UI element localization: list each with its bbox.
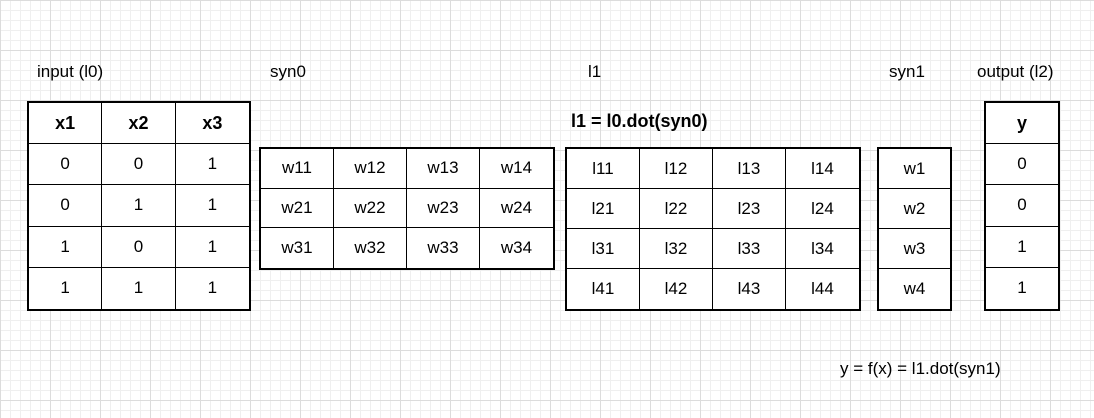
l1-table-cell: l41 [567,269,640,309]
output-layer-label: output (l2) [977,62,1054,81]
l1-label: l1 [588,62,602,81]
l1-table-cell: l43 [713,269,786,309]
l1-table-cell: l32 [640,229,713,269]
input-table-cell: 0 [102,144,176,186]
syn1-table-cell: w4 [903,279,926,298]
l1-table-cell: l21 [567,189,640,229]
input-table-cell: 1 [29,267,103,309]
output-table-header-cell: y [986,103,1058,145]
input-table-cell: 1 [207,278,218,298]
syn0-table-cell: w33 [407,228,480,268]
syn0-table-cell: w13 [407,149,480,189]
output-table-cell: 0 [986,185,1058,227]
input-table-cell: 0 [29,185,103,227]
syn0-table-cell: w23 [407,188,480,229]
input-table-header-cell: x3 [175,103,249,145]
l1-table-cell: l14 [786,149,859,189]
syn0-table-cell: w34 [500,238,533,258]
l1-table-cell: l23 [713,189,786,229]
l1-table-cell: l31 [567,229,640,269]
input-table-header-cell: x2 [102,103,176,145]
input-table-header-cell: x1 [29,103,103,145]
input-layer-label: input (l0) [37,62,104,81]
syn1-table-cell: w3 [879,229,950,269]
input-table-cell: 0 [102,226,176,268]
input-table-cell: 1 [175,227,249,268]
output-table-cell: 1 [1017,278,1027,298]
input-table-cell: 1 [102,185,176,227]
l1-table-cell: l42 [640,269,713,309]
input-table-cell: 1 [102,267,176,309]
syn0-table-cell: w31 [261,228,334,268]
input-table-cell: 0 [29,144,103,186]
l1-table-cell: l13 [713,149,786,189]
syn0-table-cell: w21 [261,188,334,229]
output-table-cell: 0 [986,144,1058,186]
syn1-table-cell: w2 [879,189,950,229]
syn1-label: syn1 [889,62,925,81]
syn0-label: syn0 [270,62,306,81]
input-table-cell: 1 [175,144,249,186]
l1-table-cell: l44 [811,279,834,298]
syn0-table-cell: w32 [334,228,407,268]
l1-table-cell: l33 [713,229,786,269]
input-table-cell: 1 [29,226,103,268]
l1-table-cell: l24 [786,189,859,229]
l1-table-cell: l12 [640,149,713,189]
l1-table-cell: l34 [786,229,859,269]
input-table-cell: 1 [175,185,249,227]
syn0-table-cell: w14 [480,149,553,189]
l1-table-cell: l22 [640,189,713,229]
syn0-table-cell: w11 [261,149,334,189]
syn1-table-cell: w1 [879,149,950,189]
y-formula: y = f(x) = l1.dot(syn1) [840,359,1001,378]
syn0-table-cell: w12 [334,149,407,189]
syn0-table-cell: w24 [480,189,553,229]
l1-table-cell: l11 [567,149,640,189]
output-table-cell: 1 [986,227,1058,268]
syn0-table-cell: w22 [334,188,407,229]
l1-formula: l1 = l0.dot(syn0) [571,111,708,131]
